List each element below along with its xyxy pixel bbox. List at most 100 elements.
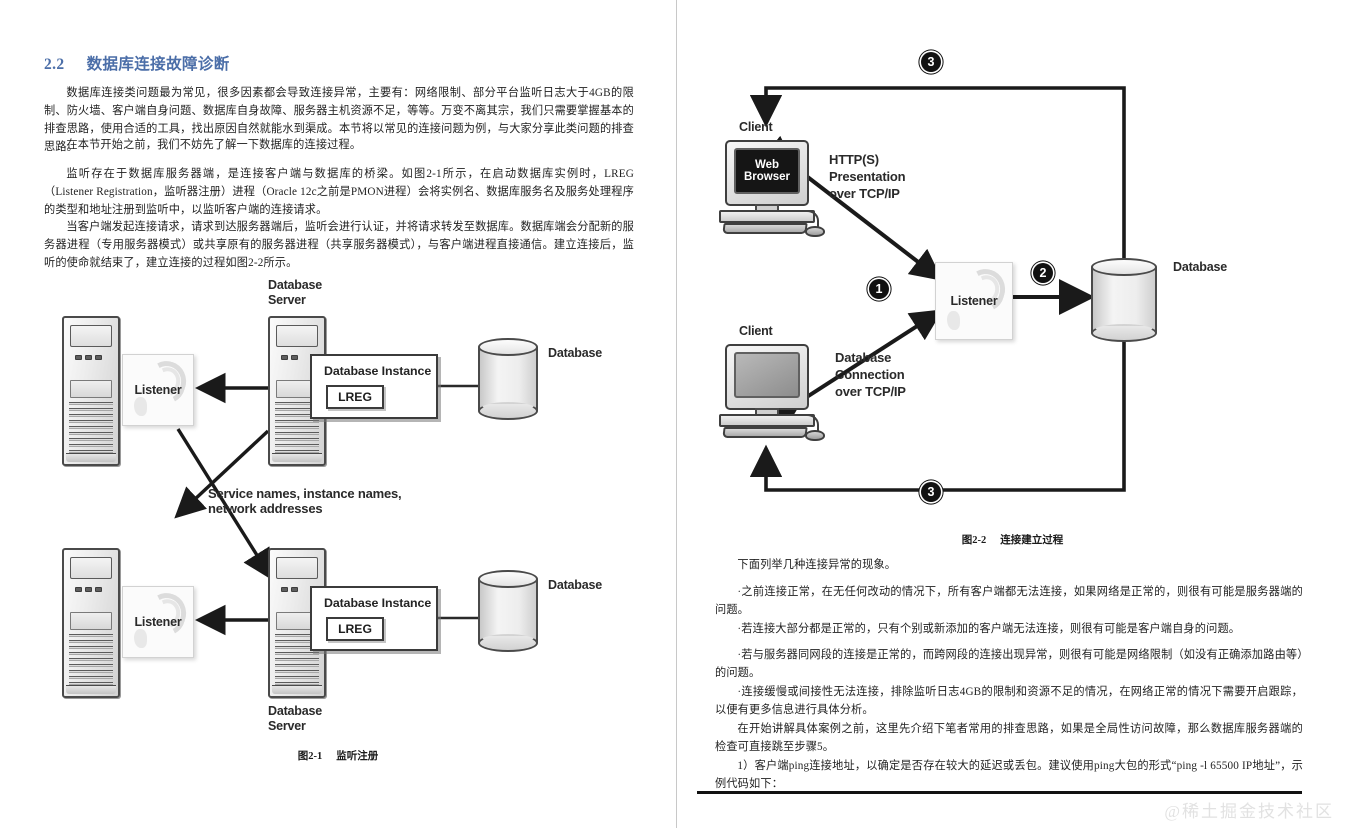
ear-lobe-icon	[134, 629, 147, 648]
figure-2-1: Database Server	[0, 276, 677, 736]
listener-label: Listener	[134, 383, 182, 397]
database-instance-label: Database Instance	[324, 364, 432, 378]
keyboard-icon	[722, 427, 808, 438]
database-cylinder-top	[478, 338, 538, 420]
cylinder-body	[478, 347, 538, 411]
database-cylinder	[1091, 258, 1157, 342]
section-title: 数据库连接故障诊断	[86, 56, 230, 73]
figure-2-1-caption-number: 图2-1	[297, 751, 323, 762]
tower-foot	[272, 453, 322, 462]
tower-panel	[70, 612, 112, 630]
database-cylinder-bottom	[478, 570, 538, 652]
tower-foot	[66, 685, 116, 694]
tower-foot	[272, 685, 322, 694]
cylinder-bottom	[478, 634, 538, 652]
label-db-link: Database Connection over TCP/IP	[835, 350, 906, 399]
figure-2-2-caption-number: 图2-2	[961, 535, 987, 546]
figure-2-2: 3 1 2 3 Client Web Browser HTTP(S) Prese…	[677, 30, 1348, 520]
tower-vents-icon	[69, 402, 113, 453]
figure-2-1-caption: 图2-1 监听注册	[0, 748, 676, 763]
right-paragraph-6: 在开始讲解具体案例之前，这里先介绍下笔者常用的排查思路，如果是全局性访问故障，那…	[715, 723, 1303, 754]
mouse-cord	[799, 210, 819, 228]
right-paragraph-1: 下面列举几种连接异常的现象。	[737, 559, 897, 571]
tower-vents-icon	[275, 634, 319, 685]
paragraph-3: 监听存在于数据库服务器端，是连接客户端与数据库的桥梁。如图2-1所示，在启动数据…	[44, 168, 634, 217]
label-service-names: Service names, instance names, network a…	[208, 486, 402, 517]
figure-2-2-caption: 图2-2 连接建立过程	[677, 532, 1348, 547]
mouse-icon	[805, 430, 825, 441]
listener-host-tower-bottom	[62, 548, 120, 698]
database-instance-box-bottom: Database Instance LREG	[310, 586, 438, 651]
left-page: 2.2 数据库连接故障诊断 数据库连接类问题最为常见，很多因素都会导致连接异常，主…	[0, 0, 677, 828]
label-client-top: Client	[739, 120, 773, 134]
figure-2-2-caption-title: 连接建立过程	[1000, 535, 1064, 546]
step-badge-3-top: 3	[921, 52, 941, 72]
right-paragraph-5: ·连接缓慢或间接性无法连接，排除监听日志4GB的限制和资源不足的情况，在网络正常…	[715, 686, 1303, 717]
watermark: @稀土掘金技术社区	[1164, 802, 1334, 821]
listener-label: Listener	[950, 294, 998, 308]
section-heading: 2.2 数据库连接故障诊断	[44, 52, 230, 74]
right-paragraph-4: ·若与服务器同网段的连接是正常的，而跨网段的连接出现异常，则很有可能是网络限制（…	[715, 649, 1303, 680]
cylinder-bottom	[478, 402, 538, 420]
cylinder-body	[478, 579, 538, 643]
tower-bay	[70, 557, 112, 579]
label-http-link: HTTP(S) Presentation over TCP/IP	[829, 152, 906, 201]
listener-label: Listener	[134, 615, 182, 629]
step-badge-2: 2	[1033, 263, 1053, 283]
cylinder-top	[478, 338, 538, 356]
label-database-bottom: Database	[548, 578, 602, 592]
right-paragraph-2: ·之前连接正常，在无任何改动的情况下，所有客户端都无法连接，如果网络是正常的，则…	[715, 586, 1303, 617]
tower-leds-icon	[281, 355, 298, 360]
listener-panel: Listener	[935, 262, 1013, 340]
step-badge-1: 1	[869, 279, 889, 299]
lreg-box-bottom: LREG	[326, 617, 384, 641]
label-database-top: Database	[548, 346, 602, 360]
section-number: 2.2	[44, 56, 65, 73]
database-instance-box-top: Database Instance LREG	[310, 354, 438, 419]
label-database: Database	[1173, 260, 1227, 274]
right-paragraph-7: 1）客户端ping连接地址，以确定是否存在较大的延迟或丢包。建议使用ping大包…	[715, 760, 1303, 791]
listener-panel-top: Listener	[122, 354, 194, 426]
listener-host-tower-top	[62, 316, 120, 466]
listener-panel-bottom: Listener	[122, 586, 194, 658]
label-database-server-bottom: Database Server	[268, 704, 322, 733]
tower-leds-icon	[75, 355, 102, 360]
figure-2-1-caption-title: 监听注册	[336, 751, 379, 762]
tower-bay	[70, 325, 112, 347]
right-paragraph-3: ·若连接大部分都是正常的，只有个别或新添加的客户端无法连接，则很有可能是客户端自…	[737, 623, 1241, 635]
monitor-screen	[734, 352, 800, 398]
lreg-box-top: LREG	[326, 385, 384, 409]
step-badge-3-bottom: 3	[921, 482, 941, 502]
cylinder-top	[1091, 258, 1157, 276]
server-tower-top	[268, 316, 326, 466]
tower-vents-icon	[275, 402, 319, 453]
tower-panel	[70, 380, 112, 398]
monitor-case: Web Browser	[725, 140, 809, 206]
client-computer-bottom	[719, 344, 825, 441]
tower-bay	[276, 557, 318, 579]
monitor-case	[725, 344, 809, 410]
right-page: 3 1 2 3 Client Web Browser HTTP(S) Prese…	[677, 0, 1348, 828]
paragraph-1: 数据库连接类问题最为常见，很多因素都会导致连接异常，主要有：网络限制、部分平台监…	[44, 87, 634, 154]
tower-foot	[66, 453, 116, 462]
mouse-icon	[805, 226, 825, 237]
web-browser-label: Web Browser	[743, 158, 791, 183]
cylinder-bottom	[1091, 324, 1157, 342]
client-computer-top: Web Browser	[719, 140, 825, 237]
code-block-rule	[697, 791, 1302, 794]
ear-lobe-icon	[947, 311, 960, 330]
figure-2-2-connectors	[749, 86, 1126, 492]
cylinder-top	[478, 570, 538, 588]
label-client-bottom: Client	[739, 324, 773, 338]
tower-bay	[276, 325, 318, 347]
figure-2-1-connectors	[174, 372, 478, 636]
cylinder-body	[1091, 267, 1157, 333]
monitor-screen: Web Browser	[734, 148, 800, 194]
database-instance-label: Database Instance	[324, 596, 432, 610]
keyboard-icon	[722, 223, 808, 234]
tower-vents-icon	[69, 634, 113, 685]
ear-lobe-icon	[134, 397, 147, 416]
tower-leds-icon	[75, 587, 102, 592]
label-database-server-top: Database Server	[268, 278, 322, 307]
